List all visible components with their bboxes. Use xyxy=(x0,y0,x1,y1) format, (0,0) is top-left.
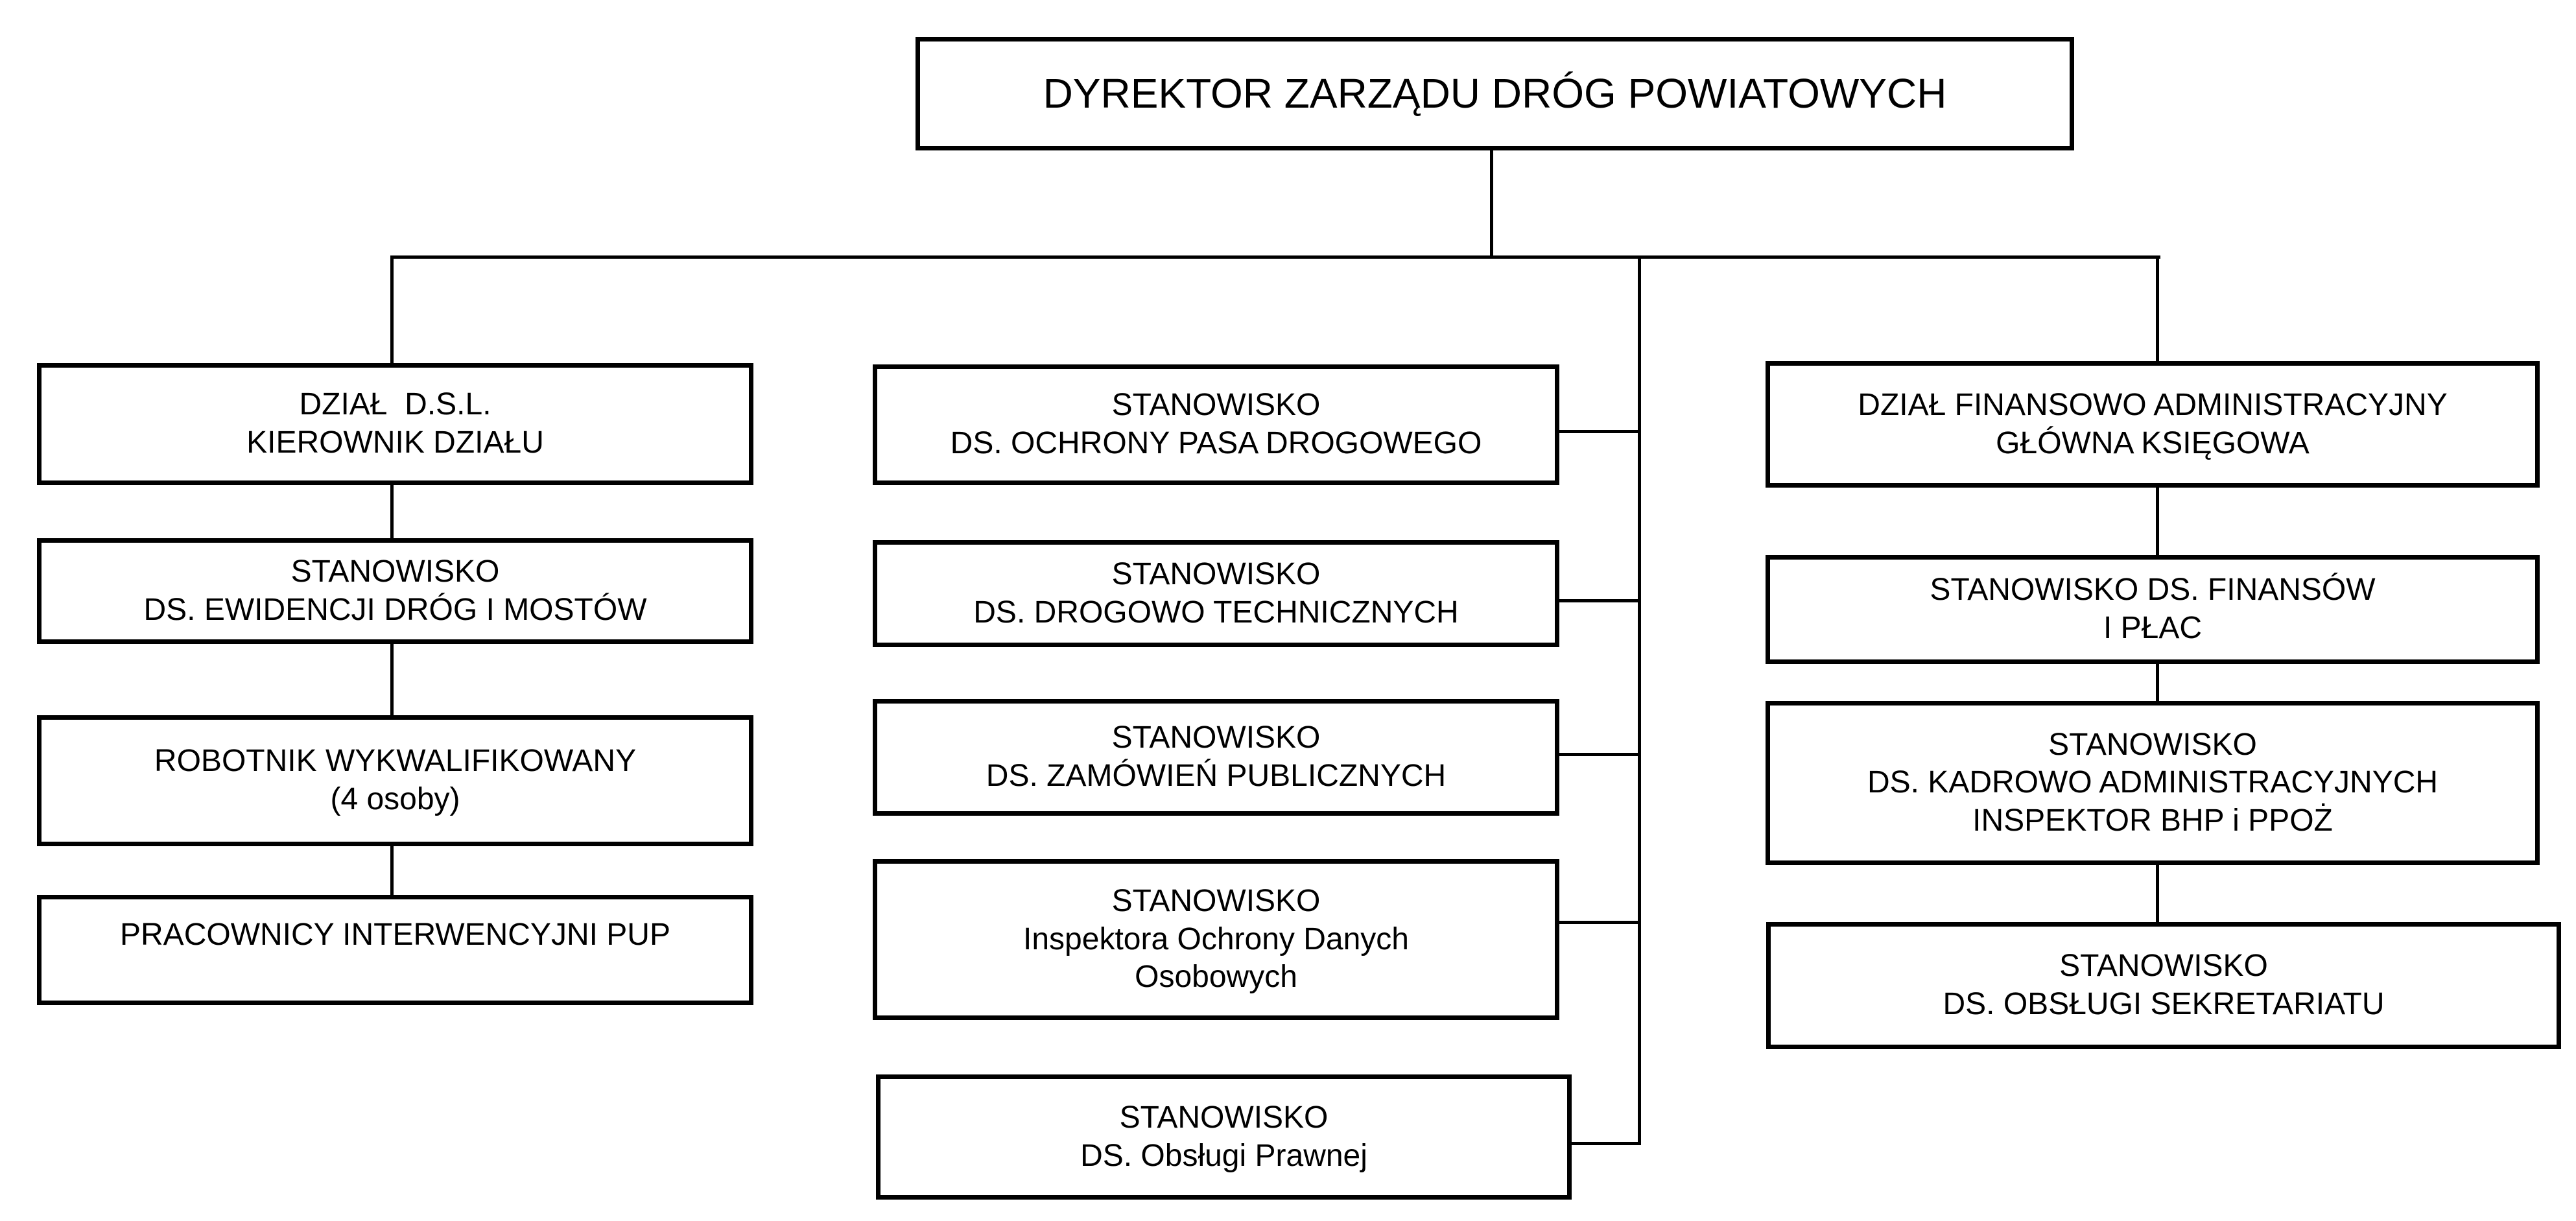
node-zamowienia-publiczne: STANOWISKO DS. ZAMÓWIEŃ PUBLICZNYCH xyxy=(873,699,1559,816)
node-label-line: DS. OBSŁUGI SEKRETARIATU xyxy=(1943,987,2385,1021)
node-label-line: ROBOTNIK WYKWALIFIKOWANY xyxy=(154,744,637,779)
connector-middle-trunk xyxy=(1638,255,1641,1145)
connector-right-3-4 xyxy=(2156,865,2159,925)
node-label-line: STANOWISKO xyxy=(1111,556,1321,591)
connector-left-1-2 xyxy=(390,485,394,541)
connector-stub-middle-1 xyxy=(1559,430,1641,433)
node-ochrona-pasa-drogowego: STANOWISKO DS. OCHRONY PASA DROGOWEGO xyxy=(873,364,1559,485)
node-label-line: DS. OCHRONY PASA DROGOWEGO xyxy=(950,426,1482,460)
connector-right-column-drop xyxy=(2156,255,2159,364)
node-label-line: DS. EWIDENCJI DRÓG I MOSTÓW xyxy=(143,592,647,627)
node-label-line: INSPEKTOR BHP i PPOŻ xyxy=(1972,803,2333,838)
node-kadrowo-administracyjne-bhp: STANOWISKO DS. KADROWO ADMINISTRACYJNYCH… xyxy=(1766,701,2540,865)
node-dzial-finansowo-administracyjny: DZIAŁ FINANSOWO ADMINISTRACYJNY GŁÓWNA K… xyxy=(1766,361,2540,488)
node-inspektor-ochrony-danych: STANOWISKO Inspektora Ochrony Danych Oso… xyxy=(873,859,1559,1020)
node-label-line: DS. Obsługi Prawnej xyxy=(1080,1138,1367,1173)
connector-left-column-drop xyxy=(390,255,394,366)
node-obsluga-sekretariatu: STANOWISKO DS. OBSŁUGI SEKRETARIATU xyxy=(1766,922,2561,1049)
node-robotnik-wykwalifikowany: ROBOTNIK WYKWALIFIKOWANY (4 osoby) xyxy=(37,715,753,846)
node-dzial-dsl-kierownik: DZIAŁ D.S.L. KIEROWNIK DZIAŁU xyxy=(37,363,753,485)
node-label-line: STANOWISKO DS. FINANSÓW xyxy=(1930,573,2376,608)
node-label-line: STANOWISKO xyxy=(1111,720,1321,755)
node-drogowo-techniczne: STANOWISKO DS. DROGOWO TECHNICZNYCH xyxy=(873,540,1559,647)
node-label-line: DS. DROGOWO TECHNICZNYCH xyxy=(973,595,1459,630)
connector-right-1-2 xyxy=(2156,488,2159,558)
node-label-line: STANOWISKO xyxy=(2048,727,2257,762)
connector-stub-middle-5 xyxy=(1572,1142,1641,1145)
node-label-line: STANOWISKO xyxy=(2059,949,2268,984)
node-label-line: DZIAŁ D.S.L. xyxy=(299,387,491,422)
node-label-line: KIEROWNIK DZIAŁU xyxy=(246,425,544,460)
node-label-line: Inspektora Ochrony Danych xyxy=(1023,921,1409,956)
node-ewidencja-drog-mostow: STANOWISKO DS. EWIDENCJI DRÓG I MOSTÓW xyxy=(37,538,753,644)
node-label-line: Osobowych xyxy=(1135,960,1297,995)
connector-right-2-3 xyxy=(2156,664,2159,704)
node-label-line: DS. KADROWO ADMINISTRACYJNYCH xyxy=(1867,765,2439,800)
node-label-line: DS. ZAMÓWIEŃ PUBLICZNYCH xyxy=(986,759,1447,793)
node-label-line: DZIAŁ FINANSOWO ADMINISTRACYJNY xyxy=(1858,387,2448,422)
connector-root-drop xyxy=(1490,150,1493,257)
connector-left-2-3 xyxy=(390,644,394,718)
node-label-line: STANOWISKO xyxy=(290,554,500,589)
node-label-line: I PŁAC xyxy=(2103,611,2203,645)
node-label-line: GŁÓWNA KSIĘGOWA xyxy=(1996,425,2310,460)
connector-stub-middle-3 xyxy=(1559,753,1641,756)
node-pracownicy-interwencyjni: PRACOWNICY INTERWENCYJNI PUP xyxy=(37,895,753,1005)
node-label-line: (4 osoby) xyxy=(330,782,460,816)
node-label-line: PRACOWNICY INTERWENCYJNI PUP xyxy=(120,918,670,952)
connector-stub-middle-4 xyxy=(1559,921,1641,924)
node-label: DYREKTOR ZARZĄDU DRÓG POWIATOWYCH xyxy=(1043,70,1947,117)
node-label-line: STANOWISKO xyxy=(1111,884,1321,919)
connector-main-horizontal xyxy=(390,255,2160,259)
node-label-line: STANOWISKO xyxy=(1119,1100,1329,1135)
connector-stub-middle-2 xyxy=(1559,599,1641,602)
node-dyrektor: DYREKTOR ZARZĄDU DRÓG POWIATOWYCH xyxy=(916,37,2074,150)
node-obsluga-prawna: STANOWISKO DS. Obsługi Prawnej xyxy=(876,1074,1572,1200)
connector-left-3-4 xyxy=(390,846,394,897)
node-label-line: STANOWISKO xyxy=(1111,388,1321,423)
node-finanse-place: STANOWISKO DS. FINANSÓW I PŁAC xyxy=(1766,555,2540,664)
